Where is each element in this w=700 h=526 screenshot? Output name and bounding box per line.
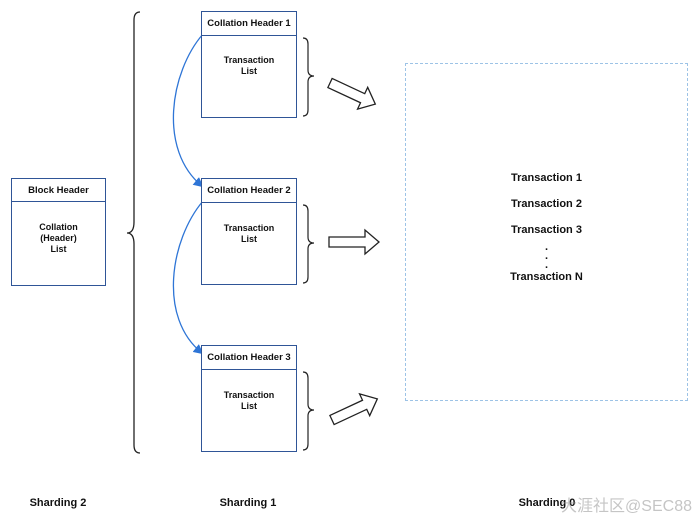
collation-1-brace bbox=[302, 37, 315, 117]
link-collation-1-to-2 bbox=[172, 33, 204, 188]
ellipsis-dot-2: . bbox=[544, 250, 549, 262]
collation-box-1: Collation Header 1 Transaction List bbox=[201, 11, 297, 118]
block-body-line-2: (Header) bbox=[40, 233, 77, 243]
collation-header-1: Collation Header 1 bbox=[202, 12, 296, 36]
collation-2-brace bbox=[302, 204, 315, 284]
transaction-item-1: Transaction 1 bbox=[511, 172, 582, 184]
collation-box-3: Collation Header 3 Transaction List bbox=[201, 345, 297, 452]
transaction-list: Transaction 1 Transaction 2 Transaction … bbox=[406, 171, 687, 284]
collation-box-2: Collation Header 2 Transaction List bbox=[201, 178, 297, 285]
shard-label-2: Sharding 2 bbox=[29, 497, 87, 509]
collation-3-body-line-2: List bbox=[240, 401, 257, 411]
collation-1-body-line-1: Transaction bbox=[223, 55, 275, 65]
block-header-title: Block Header bbox=[12, 179, 105, 202]
collation-body-2: Transaction List bbox=[202, 223, 296, 245]
block-header-body: Collation (Header) List bbox=[12, 222, 105, 255]
transaction-item-3: Transaction 3 bbox=[511, 224, 582, 236]
shard-label-1: Sharding 1 bbox=[219, 497, 277, 509]
collation-1-body-line-2: List bbox=[240, 66, 257, 76]
link-collation-2-to-3 bbox=[172, 200, 204, 355]
collation-3-brace bbox=[302, 371, 315, 451]
block-body-line-3: List bbox=[50, 244, 67, 254]
block-header-box: Block Header Collation (Header) List bbox=[11, 178, 106, 286]
collation-3-body-line-1: Transaction bbox=[223, 390, 275, 400]
collation-2-body-line-1: Transaction bbox=[223, 223, 275, 233]
sharding-brace bbox=[126, 11, 141, 454]
arrow-to-pool-2-icon bbox=[328, 228, 380, 256]
block-body-line-1: Collation bbox=[39, 222, 78, 232]
collation-body-3: Transaction List bbox=[202, 390, 296, 412]
arrow-to-pool-1-icon bbox=[327, 77, 377, 111]
transaction-item-2: Transaction 2 bbox=[511, 198, 582, 210]
collation-2-body-line-2: List bbox=[240, 234, 257, 244]
transaction-pool: Transaction 1 Transaction 2 Transaction … bbox=[405, 63, 688, 401]
collation-header-3: Collation Header 3 bbox=[202, 346, 296, 370]
shard-label-0: Sharding 0 bbox=[518, 497, 576, 509]
collation-header-2: Collation Header 2 bbox=[202, 179, 296, 203]
collation-body-1: Transaction List bbox=[202, 55, 296, 77]
arrow-to-pool-3-icon bbox=[329, 392, 379, 426]
watermark-text: 大涯社区@SEC88 bbox=[561, 498, 692, 515]
ellipsis-dot-1: . bbox=[544, 241, 549, 253]
ellipsis-dot-3: . bbox=[544, 259, 549, 271]
transaction-item-n: Transaction N bbox=[510, 271, 583, 283]
